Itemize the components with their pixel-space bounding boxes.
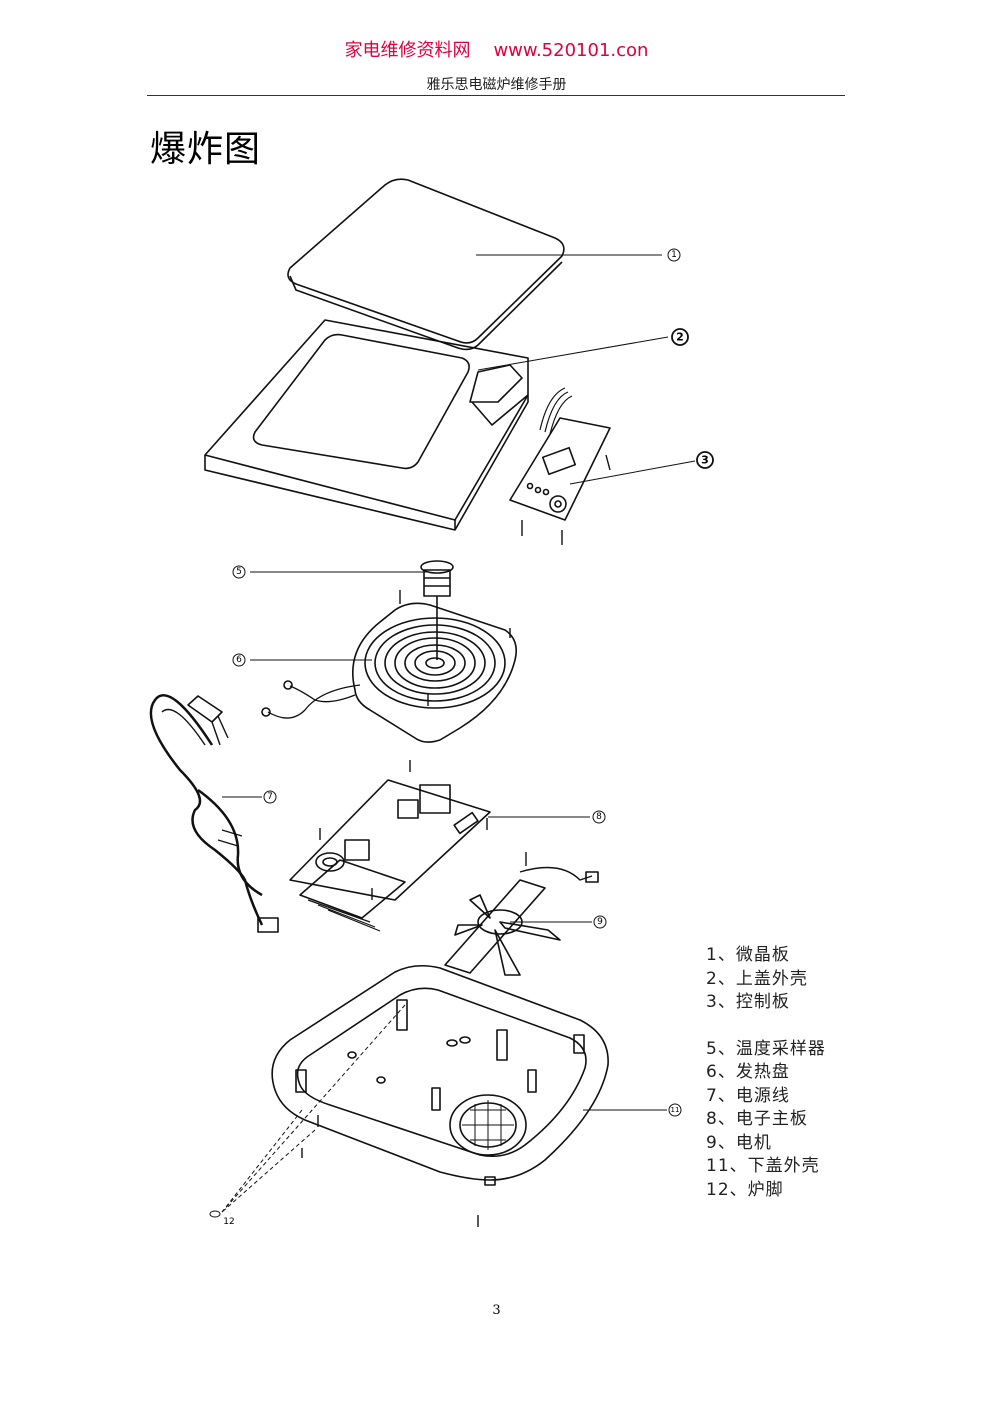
callout-2: 2 xyxy=(676,331,684,344)
manual-subtitle: 雅乐思电磁炉维修手册 xyxy=(426,77,567,93)
callout-5: 5 xyxy=(236,567,242,577)
page-title: 爆炸图 xyxy=(150,129,262,170)
lower-housing-part xyxy=(271,964,609,1186)
callout-6: 6 xyxy=(236,655,242,665)
legend-item: 8、电子主板 xyxy=(706,1109,808,1129)
ceramic-plate-part xyxy=(287,178,565,351)
page-number: 3 xyxy=(492,1303,501,1318)
callout-9: 9 xyxy=(597,917,603,927)
fan-motor-part xyxy=(444,852,599,976)
parts-legend: 1、微晶板 2、上盖外壳 3、控制板 5、温度采样器 6、发热盘 7、电源线 8… xyxy=(706,944,826,1202)
legend-item: 3、控制板 xyxy=(706,992,790,1012)
callout-11: 11 xyxy=(671,1106,680,1114)
header-divider xyxy=(147,95,845,96)
upper-housing-part xyxy=(204,319,529,531)
callout-3: 3 xyxy=(701,454,709,467)
legend-item: 2、上盖外壳 xyxy=(706,968,808,989)
site-header: 家电维修资料网 www.520101.con xyxy=(344,40,649,61)
power-cord-part xyxy=(149,694,279,933)
legend-item: 1、微晶板 xyxy=(706,945,790,965)
legend-item: 7、电源线 xyxy=(706,1085,790,1106)
heating-coil-part xyxy=(261,590,518,743)
legend-item: 5、温度采样器 xyxy=(706,1038,826,1059)
callout-1: 1 xyxy=(671,250,677,260)
feet-part xyxy=(209,1004,479,1227)
main-board-part xyxy=(289,760,491,932)
legend-item: 11、下盖外壳 xyxy=(706,1156,820,1176)
callout-8: 8 xyxy=(596,812,602,822)
callout-7: 7 xyxy=(267,792,273,802)
legend-item: 12、炉脚 xyxy=(706,1179,784,1200)
callout-12: 12 xyxy=(223,1217,234,1227)
control-board-part xyxy=(509,387,611,545)
legend-item: 9、电机 xyxy=(706,1132,772,1153)
legend-item: 6、发热盘 xyxy=(706,1062,790,1082)
